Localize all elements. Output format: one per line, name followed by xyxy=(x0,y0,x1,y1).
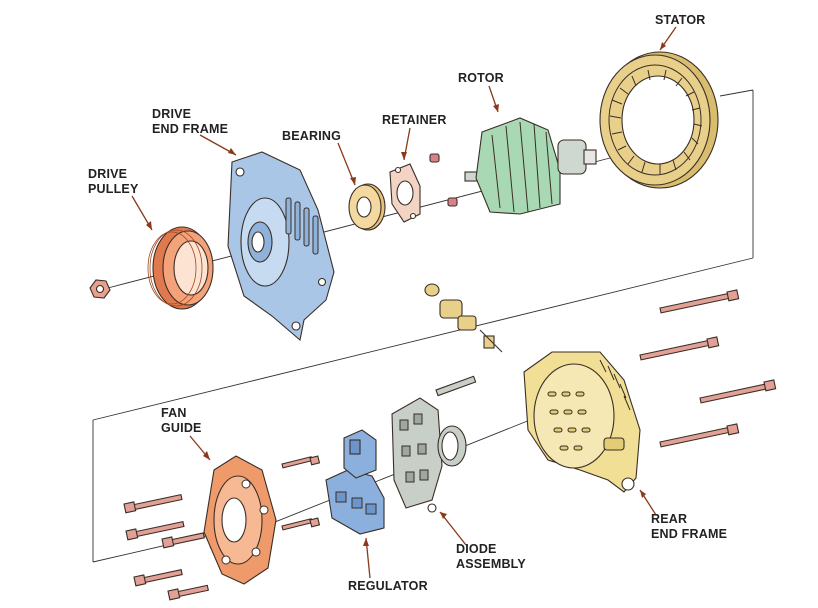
label-diode-assembly-line2: ASSEMBLY xyxy=(456,557,526,571)
bearing xyxy=(348,183,386,231)
part-labels: STATOR ROTOR RETAINER DRIVE END FRAME BE… xyxy=(88,13,727,593)
retainer-screws xyxy=(429,153,458,207)
label-rear-end-frame-line2: END FRAME xyxy=(651,527,727,541)
rear-end-frame xyxy=(523,351,641,493)
label-fan-guide-line1: FAN xyxy=(161,406,187,420)
drive-pulley xyxy=(147,226,214,310)
label-drive-pulley-line2: PULLEY xyxy=(88,182,139,196)
label-drive-pulley-line1: DRIVE xyxy=(88,167,127,181)
label-retainer: RETAINER xyxy=(382,113,447,127)
drive-nut xyxy=(89,279,111,299)
brush-holder-parts xyxy=(424,283,503,353)
label-rear-end-frame-line1: REAR xyxy=(651,512,687,526)
fan-guide-bolts xyxy=(123,493,209,601)
label-regulator: REGULATOR xyxy=(348,579,428,593)
retainer xyxy=(389,163,421,223)
label-stator: STATOR xyxy=(655,13,706,27)
label-diode-assembly-line1: DIODE xyxy=(456,542,497,556)
drive-end-frame xyxy=(227,151,335,342)
terminal-insulator xyxy=(437,425,467,467)
diode-assembly xyxy=(391,375,477,513)
label-drive-end-frame-line2: END FRAME xyxy=(152,122,228,136)
rotor xyxy=(464,117,597,215)
leader-arrowheads xyxy=(146,42,666,546)
label-drive-end-frame-line1: DRIVE xyxy=(152,107,191,121)
stator xyxy=(599,51,719,189)
label-rotor: ROTOR xyxy=(458,71,504,85)
label-bearing: BEARING xyxy=(282,129,341,143)
fan-guide xyxy=(203,455,277,585)
through-bolts xyxy=(639,289,777,448)
label-fan-guide-line2: GUIDE xyxy=(161,421,202,435)
regulator xyxy=(325,429,385,535)
regulator-screws xyxy=(281,455,321,531)
leader-diode-assembly xyxy=(439,511,467,546)
